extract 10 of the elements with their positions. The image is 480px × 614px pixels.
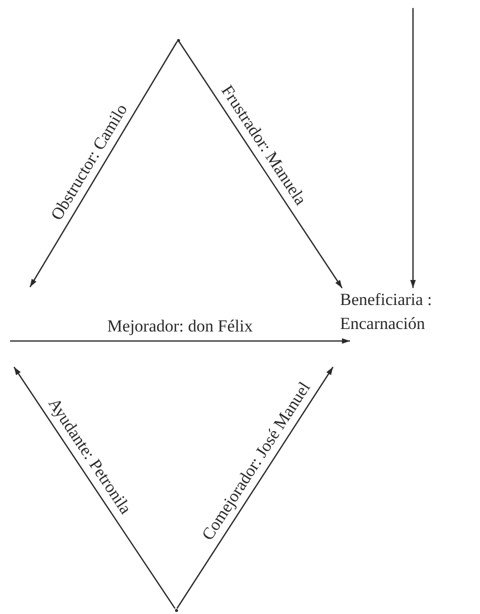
arrow <box>29 41 178 288</box>
node-label: Beneficiaria : Encarnación <box>340 289 434 335</box>
vertex-point <box>176 38 180 42</box>
edge-label: Mejorador: don Félix <box>107 318 253 334</box>
arrow <box>176 366 334 609</box>
arrow <box>410 8 416 288</box>
arrow <box>10 338 350 344</box>
vertex-point <box>174 608 178 612</box>
arrow <box>178 41 343 288</box>
arrow <box>13 366 176 609</box>
